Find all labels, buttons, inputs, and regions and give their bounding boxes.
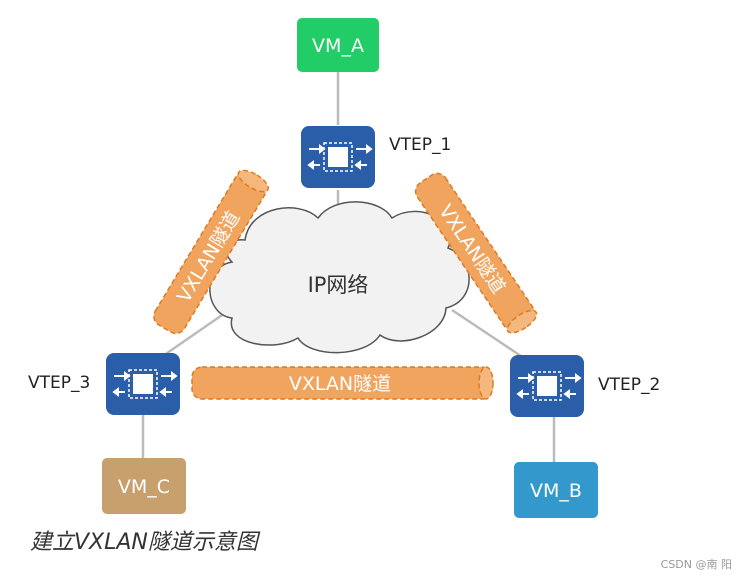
figure-caption: 建立VXLAN隧道示意图 (30, 530, 258, 555)
vtep-3-node: VTEP_3 (28, 352, 181, 416)
tunnel-bottom-end (478, 366, 494, 400)
vtep-1-icon (300, 125, 376, 189)
cloud-shape (209, 201, 470, 354)
tunnel-right-end (506, 309, 538, 334)
tunnel-bottom-label: VXLAN隧道 (289, 373, 391, 395)
vtep-1-label: VTEP_1 (389, 135, 451, 155)
watermark: CSDN @南 阳 (660, 558, 732, 571)
vm-c-box (102, 458, 186, 514)
vtep-2-node: VTEP_2 (509, 354, 660, 418)
vm-c-label: VM_C (118, 476, 170, 498)
vm-a-label: VM_A (312, 35, 364, 57)
vtep-3-label: VTEP_3 (28, 373, 90, 393)
vm-b-box (514, 462, 598, 518)
vm-c-node: VM_C (102, 458, 186, 514)
link-cloud-vtep3 (159, 311, 226, 360)
link-cloud-vtep2 (451, 308, 528, 362)
vtep-1-node: VTEP_1 (300, 125, 451, 189)
vm-a-node: VM_A (297, 18, 379, 72)
tunnel-bottom: VXLAN隧道 (191, 366, 494, 400)
vm-b-label: VM_B (530, 480, 582, 502)
vtep-3-icon (105, 352, 181, 416)
vm-a-box (297, 18, 379, 72)
ip-network-cloud: IP网络 (209, 201, 470, 354)
vtep-2-icon (509, 354, 585, 418)
vtep-2-label: VTEP_2 (598, 375, 660, 395)
tunnel-bottom-tube (191, 366, 493, 400)
tunnel-left-end (237, 169, 270, 193)
links (141, 72, 556, 462)
tunnel-right-tube (414, 172, 536, 332)
ip-network-label: IP网络 (308, 273, 369, 297)
vm-b-node: VM_B (514, 462, 598, 518)
